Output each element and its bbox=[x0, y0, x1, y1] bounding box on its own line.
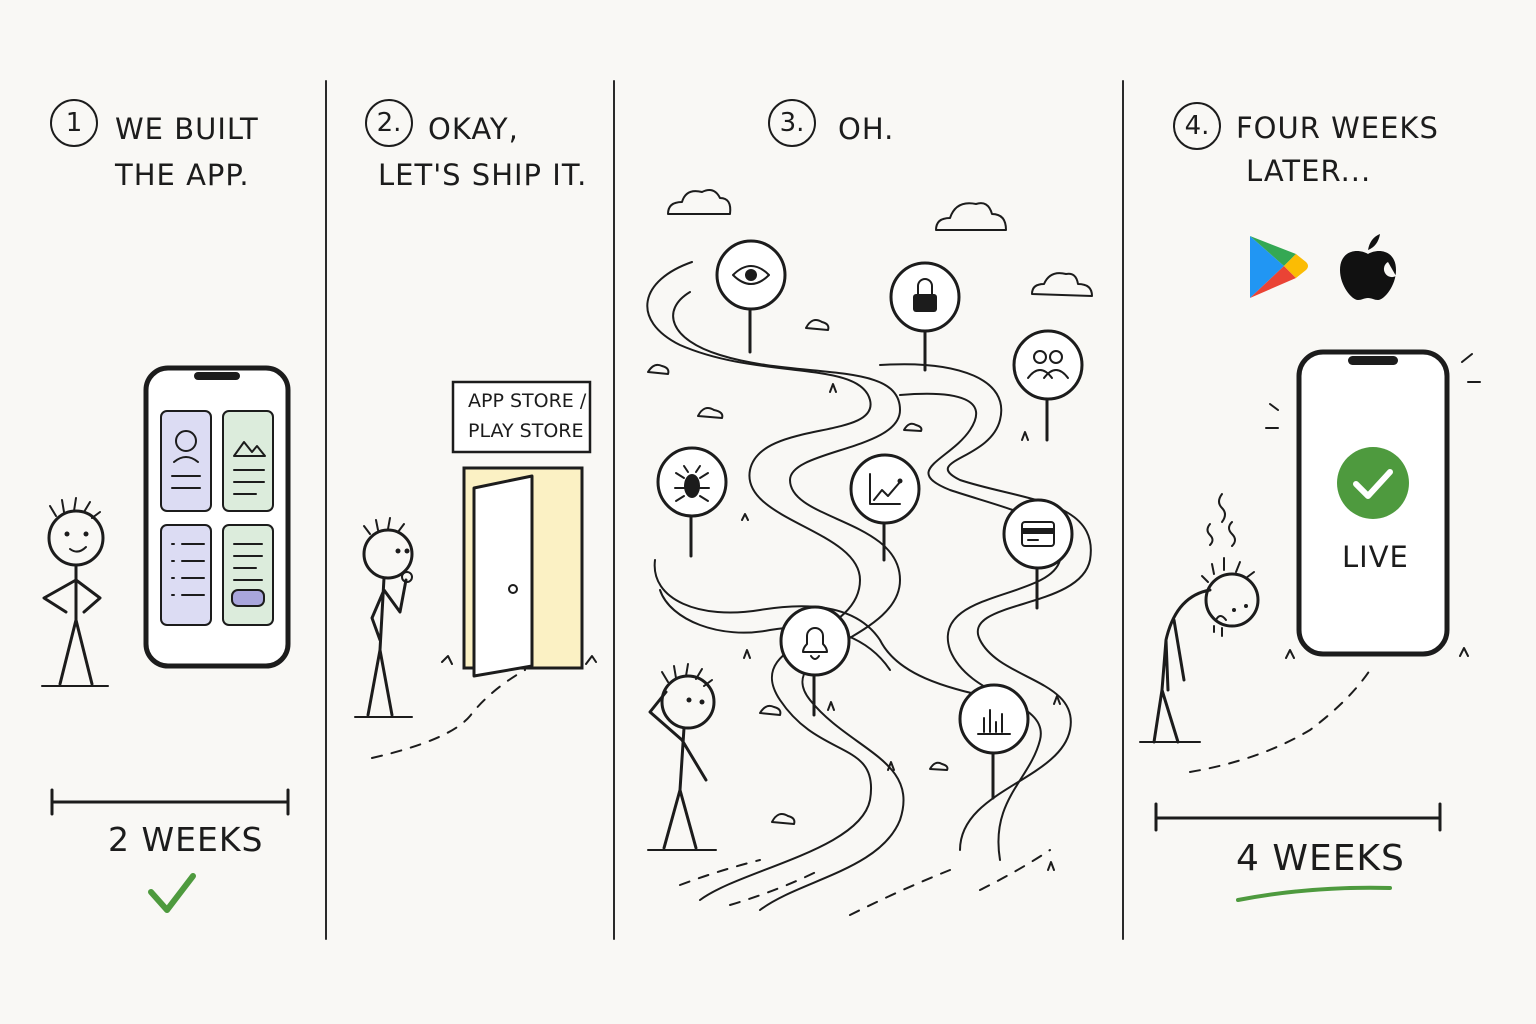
cloud bbox=[935, 202, 1007, 231]
timeline-label: 4 weeks bbox=[1236, 838, 1405, 879]
green-underline bbox=[1236, 885, 1392, 902]
store-sign bbox=[451, 380, 592, 454]
panel-caption-line: let's ship it. bbox=[378, 158, 588, 192]
bell-icon bbox=[802, 627, 828, 660]
live-status-label: LIVE bbox=[1342, 540, 1409, 574]
live-phone bbox=[1265, 349, 1481, 659]
panel-caption-line: later... bbox=[1246, 154, 1372, 188]
panel-divider bbox=[1122, 80, 1124, 940]
dashed-path bbox=[1189, 669, 1371, 773]
panel-number: 4. bbox=[1173, 102, 1221, 150]
apple-icon bbox=[1340, 234, 1396, 300]
panel-divider bbox=[325, 80, 327, 940]
panel-number: 1 bbox=[50, 99, 98, 147]
chart-up-icon bbox=[869, 473, 903, 505]
users-icon bbox=[1027, 350, 1069, 379]
exhausted-stick-figure bbox=[1139, 493, 1260, 744]
panel-caption-line: Oh. bbox=[838, 112, 895, 146]
lock-icon bbox=[913, 278, 937, 312]
open-door bbox=[441, 466, 597, 678]
confused-stick-figure bbox=[647, 663, 717, 851]
timeline-bar bbox=[50, 788, 290, 816]
panel-number: 3. bbox=[768, 99, 816, 147]
panel-divider bbox=[613, 80, 615, 940]
bar-chart-icon bbox=[977, 709, 1011, 735]
bug-icon bbox=[674, 465, 710, 502]
panel-caption-line: Okay, bbox=[428, 112, 519, 146]
signposts bbox=[656, 239, 1084, 800]
winding-paths bbox=[646, 261, 1092, 916]
panel-caption-line: Four weeks bbox=[1236, 111, 1439, 145]
panel-caption-line: We built bbox=[115, 112, 259, 146]
ground-details bbox=[647, 319, 1061, 871]
phone-app-mockup bbox=[143, 365, 291, 669]
timeline-label: 2 weeks bbox=[108, 820, 264, 859]
payment-card-icon bbox=[1021, 521, 1055, 547]
panel-caption-line: the app. bbox=[115, 158, 250, 192]
happy-stick-figure bbox=[41, 497, 109, 687]
timeline-bar bbox=[1154, 802, 1442, 832]
panel-number: 2. bbox=[365, 99, 413, 147]
checkmark-icon bbox=[148, 873, 196, 913]
google-play-icon bbox=[1250, 236, 1308, 298]
cloud bbox=[667, 189, 732, 215]
cloud bbox=[1031, 272, 1093, 297]
eye-icon bbox=[732, 265, 770, 285]
dashed-path bbox=[371, 669, 526, 759]
sign-text-line: App Store / bbox=[468, 390, 587, 412]
pondering-stick-figure bbox=[354, 517, 414, 718]
sign-text-line: Play Store bbox=[468, 420, 584, 442]
